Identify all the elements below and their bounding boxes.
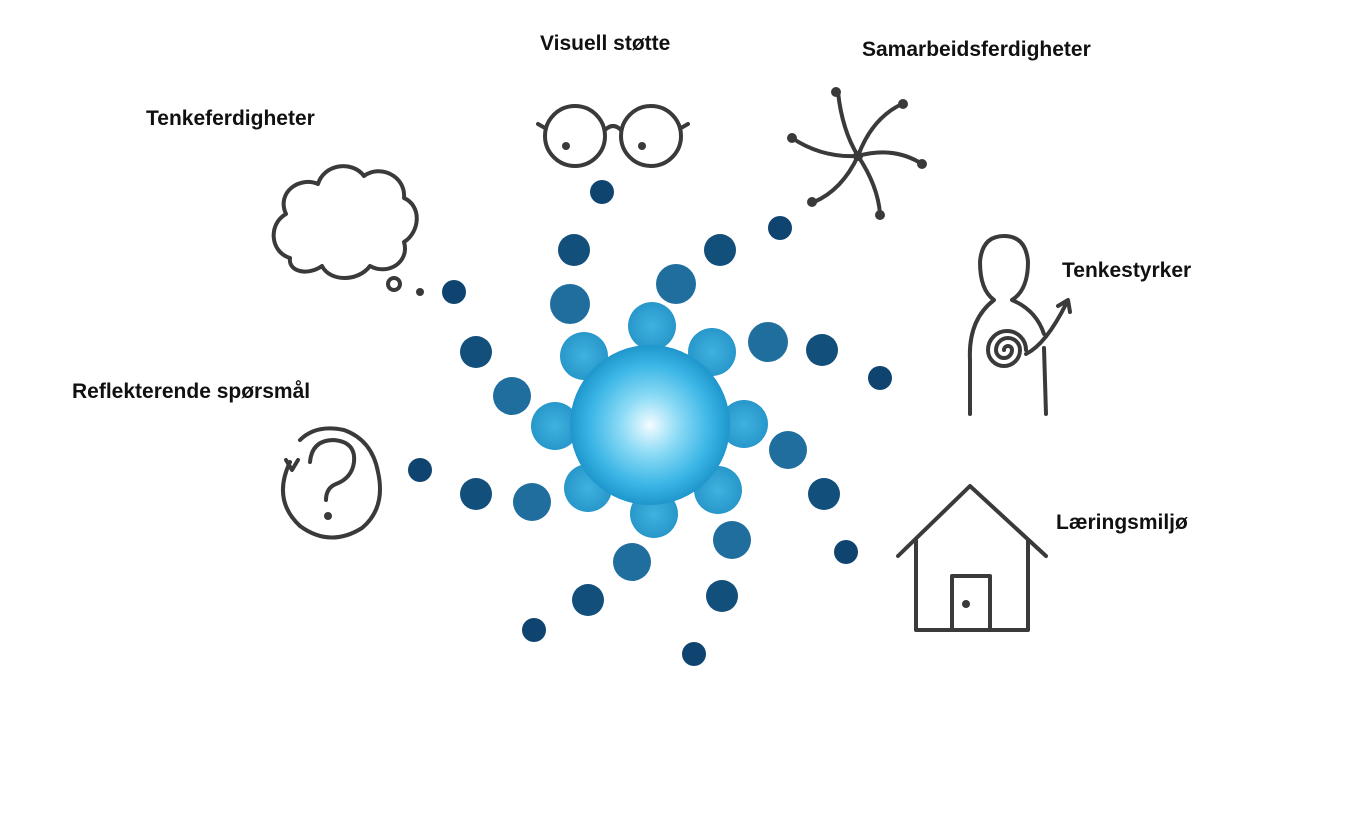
dot-ring-outer [460, 234, 840, 616]
ray-dot [493, 377, 531, 415]
dot-ring-mid [493, 264, 807, 581]
person-spiral-icon [967, 234, 1072, 416]
ray-dot [748, 322, 788, 362]
dot-ring-edge [408, 180, 892, 666]
hub-petal [720, 400, 768, 448]
network-burst-icon [787, 87, 927, 220]
label-thinking-skills: Tenkeferdigheter [146, 107, 315, 130]
hub-petal [531, 402, 579, 450]
ray-dot [513, 483, 551, 521]
glasses-icon [536, 104, 690, 168]
ray-dot [408, 458, 432, 482]
ray-dot [558, 234, 590, 266]
ray-dot [682, 642, 706, 666]
hub-core [570, 345, 730, 505]
house-icon [896, 484, 1048, 632]
ray-dot [806, 334, 838, 366]
ray-dot [656, 264, 696, 304]
label-collaboration-skills: Samarbeidsferdigheter [862, 38, 1091, 61]
ray-dot [522, 618, 546, 642]
ray-dot [442, 280, 466, 304]
question-mark-icon [281, 426, 382, 540]
ray-dot [460, 336, 492, 368]
ray-dot [769, 431, 807, 469]
ray-dot [704, 234, 736, 266]
ray-dot [713, 521, 751, 559]
label-visual-support: Visuell støtte [540, 32, 671, 55]
hub-petal [628, 302, 676, 350]
ray-dot [808, 478, 840, 510]
central-hub [531, 302, 768, 538]
ray-dot [834, 540, 858, 564]
label-reflective-questions: Reflekterende spørsmål [72, 380, 311, 403]
thought-cloud-icon [271, 164, 424, 296]
ray-dot [706, 580, 738, 612]
ray-dot [868, 366, 892, 390]
ray-dot [613, 543, 651, 581]
ray-dot [572, 584, 604, 616]
label-learning-environment: Læringsmiljø [1056, 511, 1188, 534]
ray-dot [590, 180, 614, 204]
ray-dot [550, 284, 590, 324]
ray-dot [768, 216, 792, 240]
ray-dot [460, 478, 492, 510]
label-thinking-strengths: Tenkestyrker [1062, 259, 1192, 282]
